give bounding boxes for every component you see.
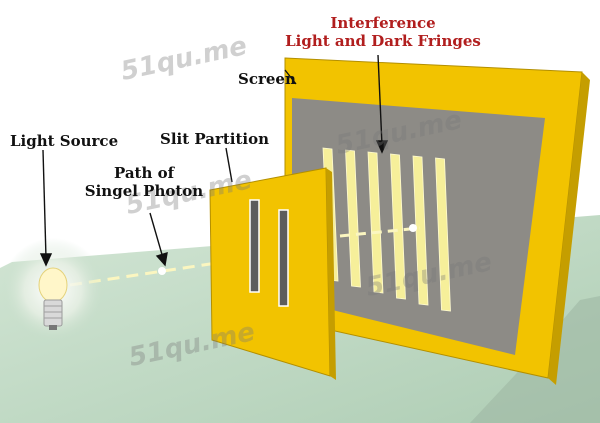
photon-path-label: Path of Singel Photon [74,164,214,200]
slit-partition-edge [326,168,336,380]
pointer-arrows [39,54,389,267]
slit-right [278,209,289,307]
screen-label: Screen [238,70,296,88]
bright-fringe [367,151,384,294]
bright-fringe [412,155,429,306]
bright-fringe [435,157,451,312]
slit-partition-label: Slit Partition [160,130,270,148]
interference-label-line2: Light and Dark Fringes [285,32,481,50]
slit-partition-panel [209,167,331,377]
bright-fringe [390,153,406,300]
interference-label-line1: Interference [330,14,436,32]
screen-side-edge [548,72,590,385]
slit-left [249,199,260,293]
light-bulb [1,238,105,342]
photon-path-label-line1: Path of [113,164,175,182]
bright-fringe [345,149,361,288]
light-source-label: Light Source [10,132,119,150]
interference-label: Interference Light and Dark Fringes [268,14,498,50]
photon-path-label-line2: Singel Photon [84,182,204,200]
